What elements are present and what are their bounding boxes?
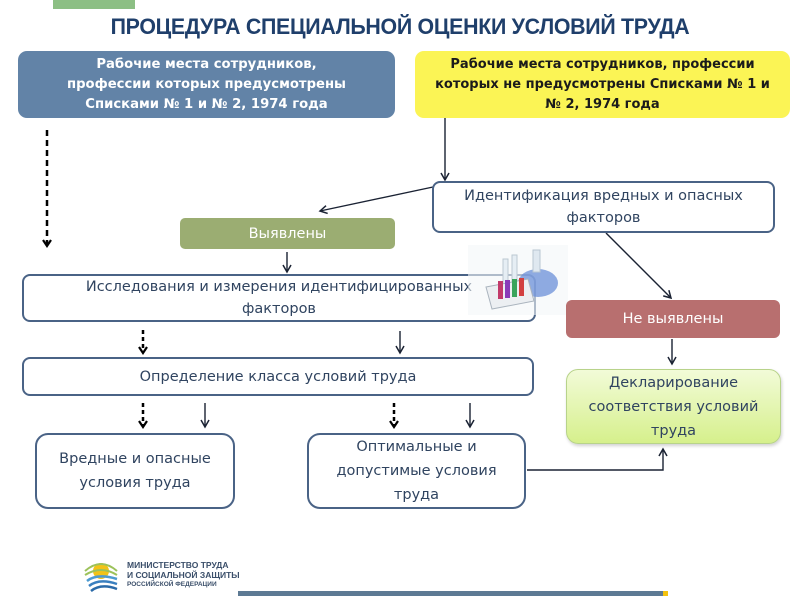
node-research-label: Исследования и измерения идентифицирован… — [85, 279, 473, 317]
node-identification-label: Идентификация вредных и опасных факторов — [464, 188, 743, 226]
ministry-name-line2: И СОЦИАЛЬНОЙ ЗАЩИТЫ — [127, 570, 240, 580]
ministry-name-line3: РОССИЙСКОЙ ФЕДЕРАЦИИ — [127, 581, 217, 588]
node-harmful-conditions-label: Вредные и опасные условия труда — [59, 451, 211, 491]
ministry-name: МИНИСТЕРСТВО ТРУДА И СОЦИАЛЬНОЙ ЗАЩИТЫ Р… — [127, 560, 240, 589]
arrow-optimal-to-declaration — [527, 447, 668, 471]
node-listed-workplaces: Рабочие места сотрудников, профессии кот… — [18, 51, 395, 118]
node-found-label: Выявлены — [248, 225, 327, 242]
node-declaration: Декларирование соответствия условий труд… — [566, 369, 781, 444]
node-optimal-conditions: Оптимальные и допустимые условия труда — [307, 433, 526, 509]
node-unlisted-workplaces: Рабочие места сотрудников, профессии кот… — [415, 51, 790, 118]
node-class-definition: Определение класса условий труда — [22, 357, 534, 396]
node-not-found-label: Не выявлены — [622, 311, 724, 327]
footer-bar — [238, 591, 663, 596]
arrow-identification-to-found — [318, 186, 434, 215]
node-found: Выявлены — [180, 218, 395, 249]
top-accent-tab — [53, 0, 135, 9]
node-harmful-conditions: Вредные и опасные условия труда — [35, 433, 235, 509]
node-listed-workplaces-label: Рабочие места сотрудников, профессии кот… — [67, 56, 346, 112]
node-optimal-conditions-label: Оптимальные и допустимые условия труда — [336, 439, 497, 503]
node-identification: Идентификация вредных и опасных факторов — [432, 181, 775, 233]
node-research: Исследования и измерения идентифицирован… — [22, 274, 536, 322]
node-not-found: Не выявлены — [566, 300, 780, 338]
ministry-sun-logo-icon — [84, 563, 118, 593]
arrow-identification-to-notfound — [605, 232, 673, 300]
lab-glassware-icon — [468, 245, 568, 315]
node-declaration-label: Декларирование соответствия условий труд… — [588, 374, 759, 439]
ministry-name-line1: МИНИСТЕРСТВО ТРУДА — [127, 560, 229, 570]
node-unlisted-workplaces-label: Рабочие места сотрудников, профессии кот… — [435, 56, 770, 112]
node-class-definition-label: Определение класса условий труда — [139, 368, 417, 385]
page-title: ПРОЦЕДУРА СПЕЦИАЛЬНОЙ ОЦЕНКИ УСЛОВИЙ ТРУ… — [110, 14, 690, 39]
footer-bar-accent — [663, 591, 668, 596]
